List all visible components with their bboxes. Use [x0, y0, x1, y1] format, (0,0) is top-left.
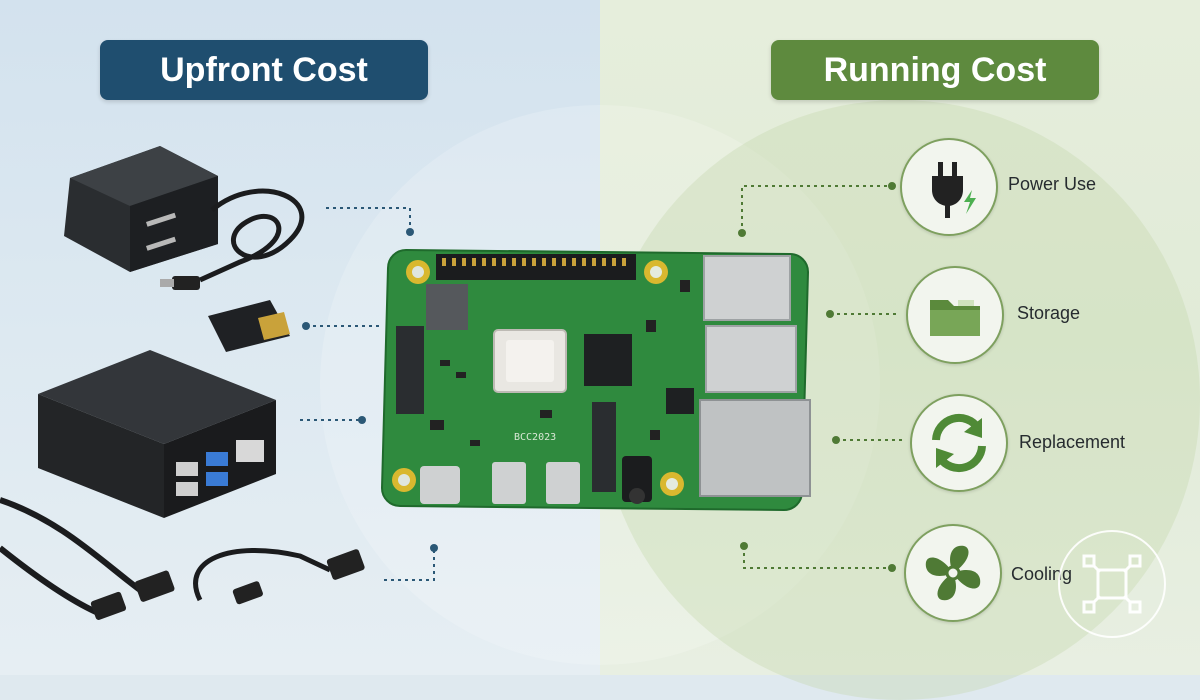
- connector-dot: [302, 322, 310, 330]
- connector-dot: [826, 310, 834, 318]
- refresh-icon: [932, 413, 986, 473]
- cooling-icon-circle: [904, 524, 1002, 622]
- replacement-label: Replacement: [1019, 432, 1126, 452]
- connector-dot: [888, 182, 896, 190]
- connector-dot: [358, 416, 366, 424]
- connector-dot: [832, 436, 840, 444]
- connector-power: [741, 185, 892, 233]
- power-use-icon-circle: [900, 138, 998, 236]
- fan-icon: [925, 545, 981, 601]
- connector-lines: [300, 182, 904, 581]
- power-adapter-icon: [64, 146, 305, 290]
- storage-icon-circle: [906, 266, 1004, 364]
- hdmi-cable-icon: [0, 497, 365, 620]
- upfront-cost-header: Upfront Cost: [100, 40, 428, 100]
- connector-dot: [406, 228, 414, 236]
- microsd-card-icon: [208, 300, 290, 352]
- case-icon: [38, 350, 276, 518]
- running-cost-header: Running Cost: [771, 40, 1099, 100]
- power-plug-icon: [932, 162, 976, 218]
- connector-adapter: [326, 207, 411, 232]
- connector-dot: [740, 542, 748, 550]
- folder-icon: [930, 300, 980, 336]
- storage-label: Storage: [1017, 303, 1081, 323]
- connector-cooling: [743, 546, 892, 569]
- connector-dot: [738, 229, 746, 237]
- single-board-computer: BCC2023: [380, 248, 811, 512]
- replacement-icon-circle: [910, 394, 1008, 492]
- watermark-icon: [1082, 554, 1142, 614]
- connector-dot: [888, 564, 896, 572]
- upfront-items: [0, 146, 365, 620]
- power-use-label: Power Use: [1008, 174, 1097, 194]
- connector-dot: [430, 544, 438, 552]
- watermark-logo: [1058, 530, 1166, 638]
- cooling-label: Cooling: [1011, 564, 1073, 584]
- board-marking: BCC2023: [514, 432, 556, 443]
- connector-cables: [384, 548, 435, 581]
